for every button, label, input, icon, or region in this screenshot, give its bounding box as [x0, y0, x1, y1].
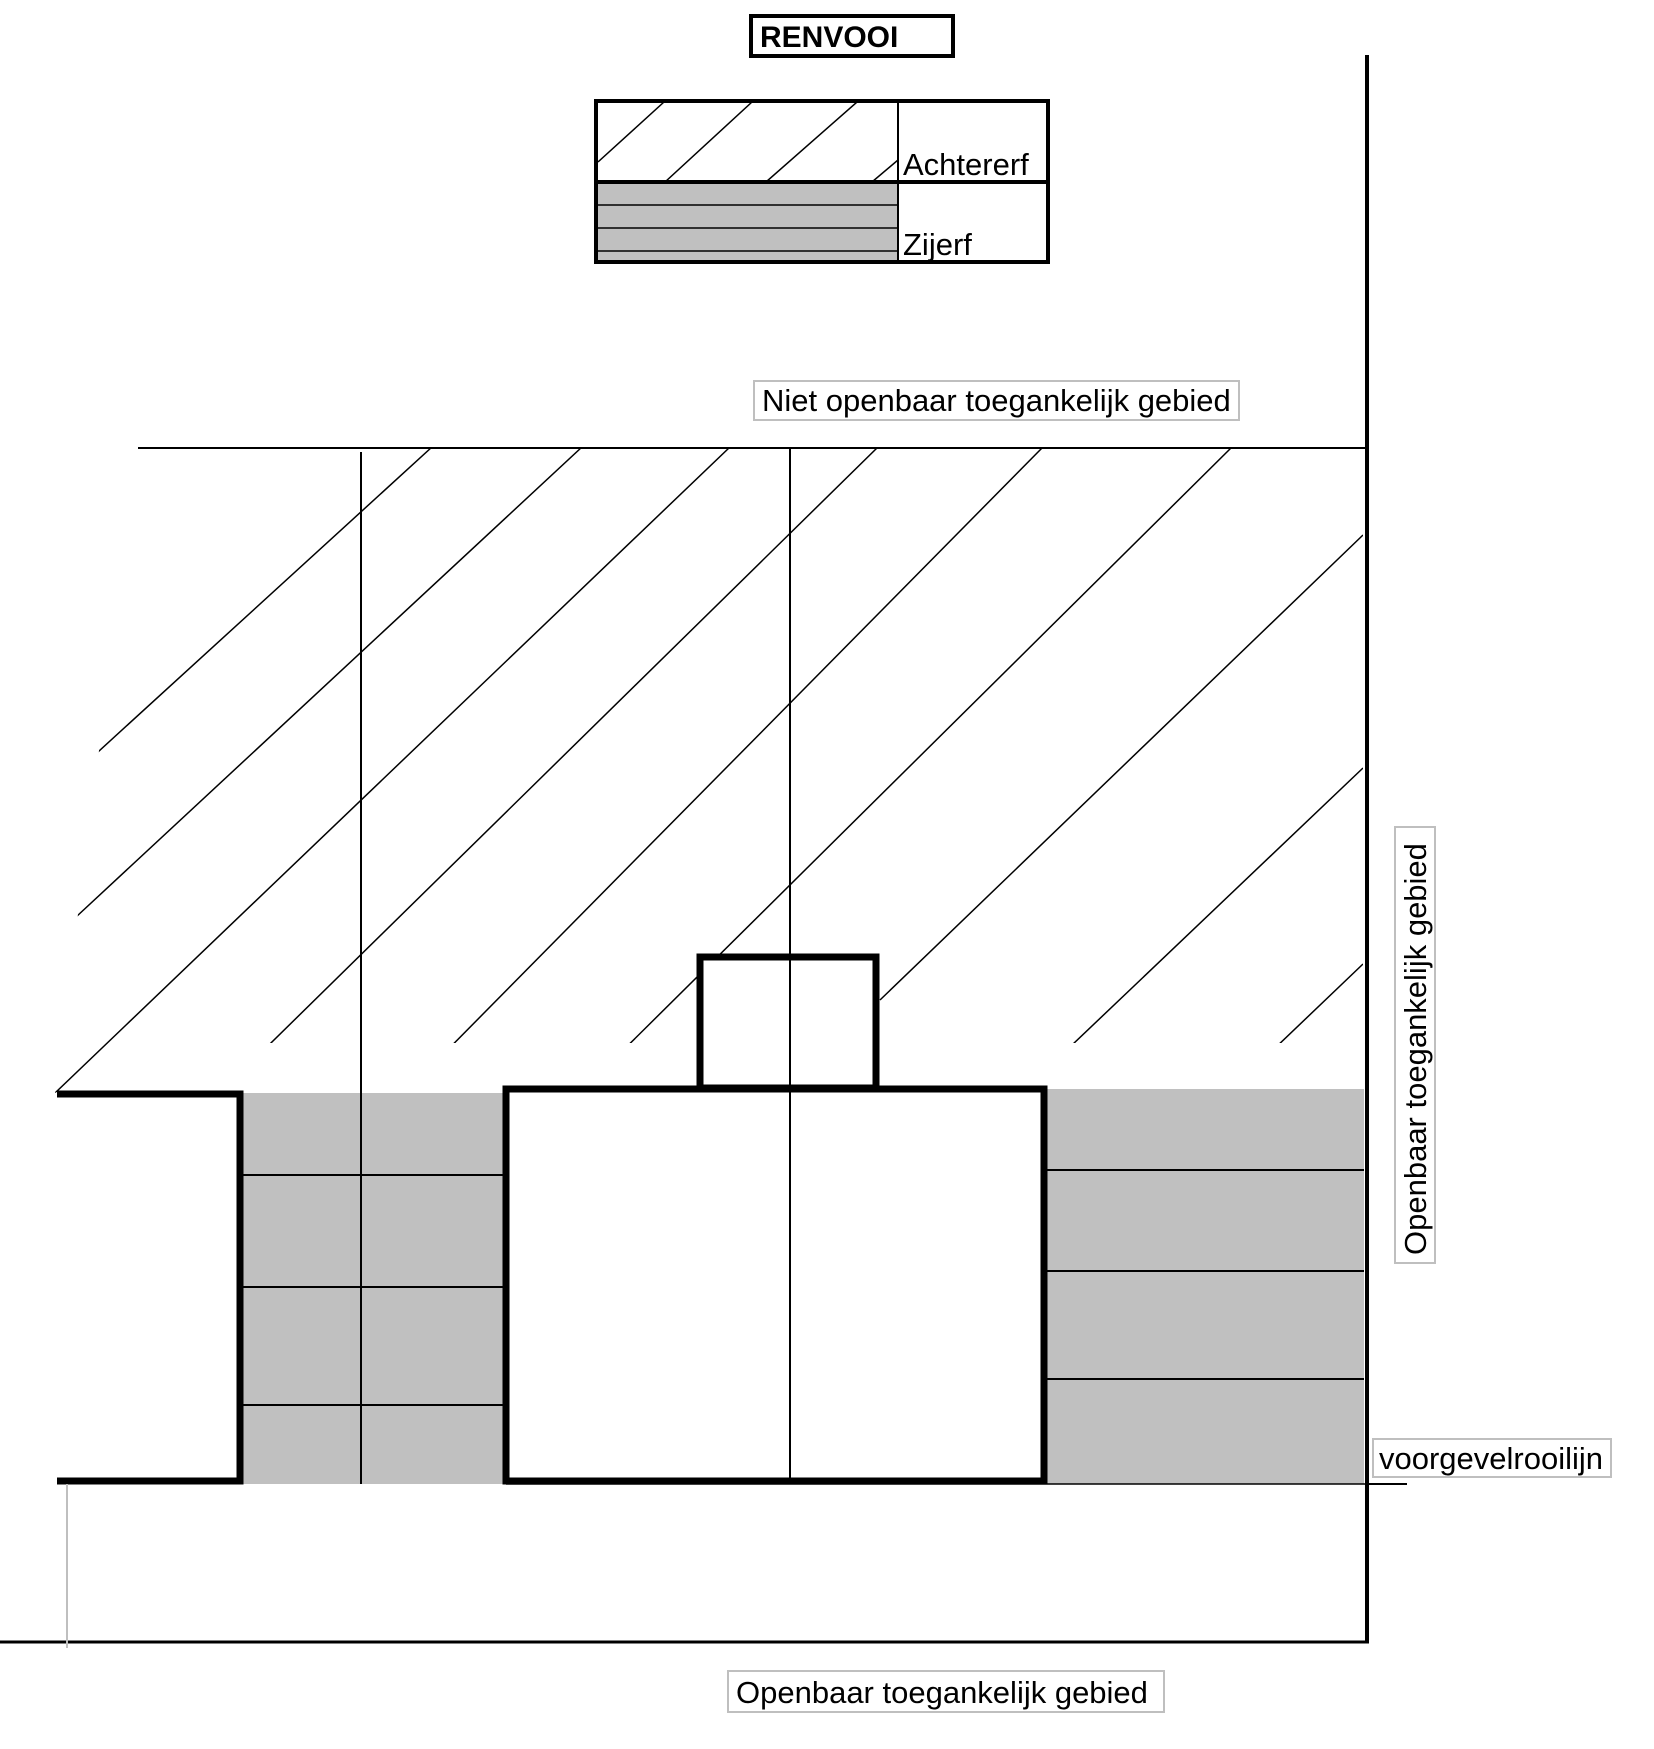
label-building-line-text: voorgevelrooilijn [1379, 1441, 1603, 1476]
renvooi-legend: RENVOOI Achtererf Zijerf [594, 14, 1050, 264]
achtererf-hatch-zone [55, 447, 1363, 1093]
label-building-line: voorgevelrooilijn [1372, 1438, 1612, 1478]
renvooi-title: RENVOOI [760, 21, 898, 54]
label-rear-area: Niet openbaar toegankelijk gebied [753, 380, 1240, 421]
label-rear-area-text: Niet openbaar toegankelijk gebied [762, 383, 1231, 418]
legend-swatch-zijerf [598, 183, 898, 260]
label-front-area: Openbaar toegankelijk gebied [727, 1670, 1165, 1713]
rear-annex [696, 953, 880, 1092]
label-side-area-text: Openbaar toegankelijk gebied [1398, 843, 1433, 1255]
legend-label-zijerf: Zijerf [903, 227, 972, 262]
renvooi-title-box [749, 14, 955, 58]
label-side-area: Openbaar toegankelijk gebied [1394, 826, 1436, 1264]
legend-swatch-achtererf [598, 102, 898, 182]
zijerf-right-zone [1046, 1089, 1364, 1484]
zijerf-left-zone [240, 1093, 506, 1484]
main-building [502, 1085, 1048, 1485]
label-front-area-text: Openbaar toegankelijk gebied [736, 1675, 1148, 1710]
left-plot-boundary [57, 1090, 244, 1485]
legend-label-achtererf: Achtererf [903, 147, 1029, 182]
